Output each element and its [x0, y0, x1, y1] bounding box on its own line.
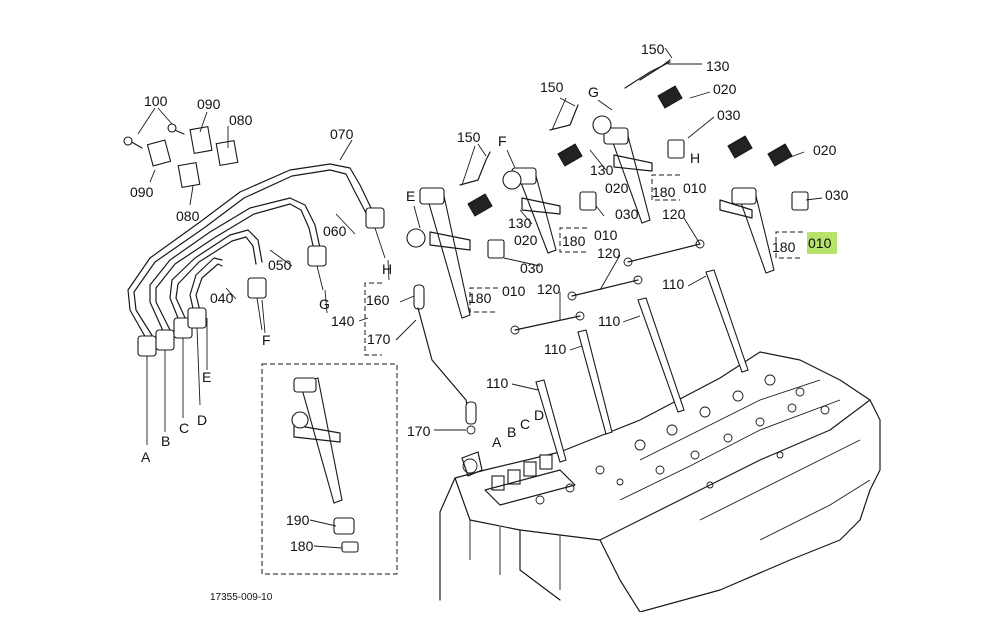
callout-170: 170 — [407, 423, 431, 439]
leak-off-pipes — [459, 59, 671, 186]
callout-110: 110 — [598, 313, 621, 329]
callout-f: F — [262, 332, 271, 348]
callout-150: 150 — [641, 41, 665, 57]
callout-090: 090 — [197, 96, 221, 112]
leader-lines — [225, 47, 823, 549]
callout-020: 020 — [713, 81, 737, 97]
callout-070: 070 — [330, 126, 354, 142]
injector-1 — [406, 187, 471, 319]
callout-a: A — [492, 434, 502, 450]
callout-160: 160 — [366, 292, 390, 308]
return-hose — [413, 284, 477, 435]
highlight-marker — [807, 232, 837, 254]
pipe-nut-a — [137, 335, 157, 357]
callout-130: 130 — [508, 215, 532, 231]
callout-c: C — [179, 420, 189, 436]
pipe-nut-b — [155, 329, 175, 351]
callout-150: 150 — [457, 129, 481, 145]
callout-b: B — [161, 433, 170, 449]
callout-180: 180 — [468, 290, 492, 306]
callout-010: 010 — [683, 180, 707, 196]
glow-plugs — [535, 269, 749, 463]
callout-e: E — [202, 369, 211, 385]
callout-120: 120 — [597, 245, 621, 261]
callout-100: 100 — [144, 93, 168, 109]
pipe-nut-f — [247, 277, 267, 299]
pipe-nut-h — [365, 207, 385, 229]
callout-050: 050 — [268, 257, 292, 273]
callout-g: G — [588, 84, 599, 100]
inset-detail — [261, 363, 398, 575]
callout-080: 080 — [176, 208, 200, 224]
callout-120: 120 — [537, 281, 561, 297]
callout-010: 010 — [594, 227, 618, 243]
callout-190: 190 — [286, 512, 310, 528]
callout-040: 040 — [210, 290, 234, 306]
callout-060: 060 — [323, 223, 347, 239]
callout-180: 180 — [562, 233, 586, 249]
callout-a: A — [141, 449, 151, 465]
callout-140: 140 — [331, 313, 355, 329]
pipe-nut-g — [307, 245, 327, 267]
injection-pipes — [127, 163, 386, 445]
pipe-clamps — [123, 107, 239, 206]
callout-010: 010 — [502, 283, 526, 299]
callout-020: 020 — [605, 180, 629, 196]
callout-010: 010 — [808, 235, 832, 251]
callout-130: 130 — [590, 162, 614, 178]
injection-pump-outlets — [461, 451, 576, 506]
callout-080: 080 — [229, 112, 253, 128]
callout-e: E — [406, 188, 415, 204]
callout-030: 030 — [520, 260, 544, 276]
cylinder-head — [439, 351, 881, 613]
injector-4 — [719, 187, 775, 274]
callout-130: 130 — [706, 58, 730, 74]
callout-030: 030 — [825, 187, 849, 203]
callout-d: D — [197, 412, 207, 428]
callout-110: 110 — [544, 341, 567, 357]
callout-110: 110 — [662, 276, 685, 292]
injector-3 — [592, 115, 653, 224]
injector-2 — [502, 167, 561, 254]
callout-h: H — [382, 261, 392, 277]
callout-180: 180 — [290, 538, 314, 554]
callout-180: 180 — [652, 184, 676, 200]
callout-020: 020 — [813, 142, 837, 158]
callout-f: F — [498, 133, 507, 149]
callout-020: 020 — [514, 232, 538, 248]
glow-plug-connectors — [510, 239, 705, 335]
callout-h: H — [690, 150, 700, 166]
pipe-nut-d — [187, 307, 207, 329]
callout-030: 030 — [717, 107, 741, 123]
callout-120: 120 — [662, 206, 686, 222]
callout-090: 090 — [130, 184, 154, 200]
callout-030: 030 — [615, 206, 639, 222]
callout-170: 170 — [367, 331, 391, 347]
callout-d: D — [534, 407, 544, 423]
callout-150: 150 — [540, 79, 564, 95]
callout-180: 180 — [772, 239, 796, 255]
figure-code: 17355-009-10 — [210, 592, 273, 603]
callout-110: 110 — [486, 375, 509, 391]
callout-b: B — [507, 424, 516, 440]
callout-c: C — [520, 416, 530, 432]
callout-g: G — [319, 296, 330, 312]
nozzle-holders — [467, 85, 809, 259]
callout-labels: 150 130 100 090 080 070 090 080 150 150 … — [130, 41, 849, 603]
